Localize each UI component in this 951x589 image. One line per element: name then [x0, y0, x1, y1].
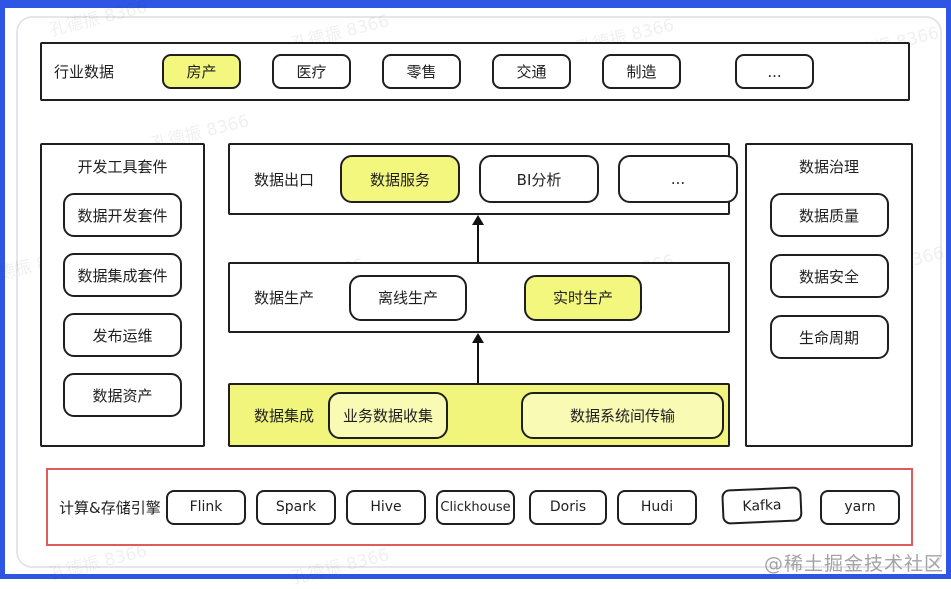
industry-chip-medical: 医疗 [272, 54, 351, 89]
governance-stack: 数据质量 数据安全 生命周期 [769, 193, 889, 359]
arrow-integration-to-production [472, 333, 484, 383]
devtool-chip-data-integration-suite: 数据集成套件 [63, 253, 182, 297]
production-chip-offline: 离线生产 [349, 274, 467, 321]
export-chip-more: ... [618, 155, 739, 203]
engine-chip-kafka: Kafka [721, 485, 803, 525]
governance-title: 数据治理 [798, 158, 859, 176]
devtool-chip-release-ops: 发布运维 [63, 313, 182, 357]
dev-tools-section: 开发工具套件 数据开发套件 数据集成套件 发布运维 数据资产 [40, 143, 205, 447]
engine-chip-spark: Spark [256, 489, 336, 525]
engine-chip-yarn: yarn [820, 489, 900, 525]
engines-section: 计算&存储引擎 Flink Spark Hive Clickhouse Dori… [46, 468, 913, 546]
industry-chip-realestate: 房产 [162, 54, 241, 89]
integration-chip-inter-system-transfer: 数据系统间传输 [521, 391, 724, 439]
dev-tools-stack: 数据开发套件 数据集成套件 发布运维 数据资产 [63, 193, 182, 417]
data-export-label: 数据出口 [254, 170, 315, 189]
engine-chip-list: Flink Spark Hive Clickhouse Doris Hudi K… [166, 485, 900, 525]
industry-chip-transport: 交通 [492, 54, 571, 89]
data-export-chip-list: 数据服务 BI分析 ... [340, 155, 739, 203]
engine-chip-clickhouse: Clickhouse [436, 489, 515, 525]
governance-chip-data-quality: 数据质量 [769, 193, 889, 237]
devtool-chip-data-dev-suite: 数据开发套件 [63, 193, 182, 237]
dev-tools-title: 开发工具套件 [77, 158, 168, 176]
engine-chip-hive: Hive [346, 489, 426, 525]
data-production-section: 数据生产 离线生产 实时生产 [228, 262, 730, 333]
production-chip-realtime: 实时生产 [524, 274, 642, 321]
export-chip-bi-analysis: BI分析 [479, 155, 600, 203]
industry-data-label: 行业数据 [54, 63, 115, 81]
data-integration-chip-list: 业务数据收集 数据系统间传输 [328, 391, 724, 439]
industry-data-section: 行业数据 房产 医疗 零售 交通 制造 ... [40, 42, 910, 101]
governance-chip-lifecycle: 生命周期 [769, 315, 889, 359]
industry-chip-more: ... [735, 54, 814, 89]
engine-chip-flink: Flink [166, 489, 246, 525]
data-production-label: 数据生产 [254, 289, 315, 307]
devtool-chip-data-assets: 数据资产 [63, 373, 182, 417]
governance-section: 数据治理 数据质量 数据安全 生命周期 [745, 143, 913, 447]
data-production-chip-list: 离线生产 实时生产 [349, 274, 642, 321]
industry-chip-retail: 零售 [382, 54, 461, 89]
arrow-production-to-export [472, 215, 484, 262]
industry-chip-manufacturing: 制造 [602, 54, 681, 89]
data-integration-label: 数据集成 [254, 406, 315, 425]
engine-chip-hudi: Hudi [617, 489, 697, 525]
integration-chip-business-data-collection: 业务数据收集 [328, 391, 448, 439]
brand-watermark: @稀土掘金技术社区 [763, 553, 944, 575]
governance-chip-data-security: 数据安全 [769, 254, 889, 298]
data-integration-section: 数据集成 业务数据收集 数据系统间传输 [228, 383, 730, 447]
engines-label: 计算&存储引擎 [59, 498, 161, 517]
export-chip-data-service: 数据服务 [340, 155, 461, 203]
industry-chip-list: 房产 医疗 零售 交通 制造 ... [162, 54, 814, 89]
data-export-section: 数据出口 数据服务 BI分析 ... [228, 143, 739, 215]
engine-chip-doris: Doris [529, 489, 607, 525]
